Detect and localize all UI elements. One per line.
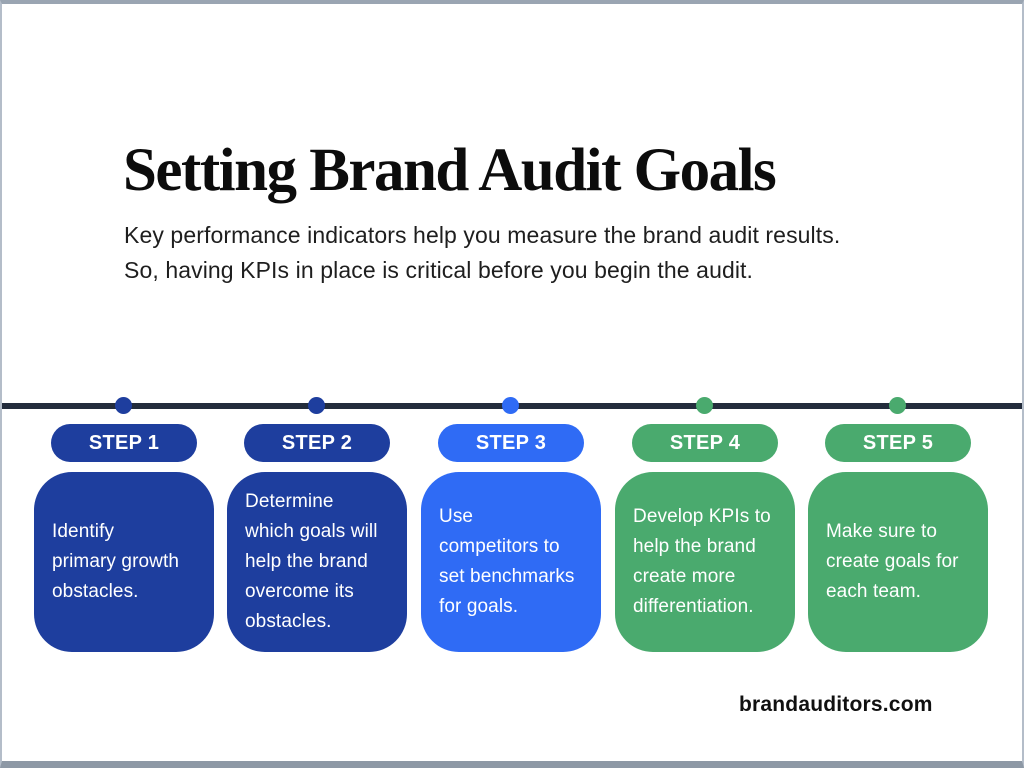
step-1-card: Identify primary growth obstacles. (34, 472, 214, 652)
step-4-card-text: Develop KPIs to help the brand create mo… (633, 506, 771, 617)
timeline-dot-4 (696, 397, 713, 414)
step-4-badge-label: STEP 4 (669, 431, 741, 454)
page-title: Setting Brand Audit Goals (123, 137, 777, 204)
step-5-card-text: Make sure to create goals for each team. (826, 521, 959, 602)
step-3-card: Use competitors to set benchmarks for go… (421, 472, 601, 652)
timeline-dot-1 (115, 397, 132, 414)
step-column-1: STEP 1 Identify primary growth obstacles… (34, 4, 214, 761)
step-3-card-text: Use competitors to set benchmarks for go… (439, 506, 575, 617)
step-5-badge: STEP 5 (825, 424, 971, 462)
step-column-4: STEP 4 Develop KPIs to help the brand cr… (615, 4, 795, 761)
step-5-badge-label: STEP 5 (862, 431, 934, 454)
step-2-badge: STEP 2 (244, 424, 390, 462)
step-1-badge: STEP 1 (51, 424, 197, 462)
step-column-5: STEP 5 Make sure to create goals for eac… (808, 4, 988, 761)
website-text: brandauditors.com (739, 693, 933, 716)
timeline-dot-3 (502, 397, 519, 414)
step-column-3: STEP 3 Use competitors to set benchmarks… (421, 4, 601, 761)
step-3-badge-label: STEP 3 (475, 431, 547, 454)
step-column-2: STEP 2 Determine which goals will help t… (227, 4, 407, 761)
step-2-card: Determine which goals will help the bran… (227, 472, 407, 652)
step-1-badge-label: STEP 1 (88, 431, 160, 454)
timeline-dot-5 (889, 397, 906, 414)
step-2-card-text: Determine which goals will help the bran… (245, 491, 378, 632)
page-subtitle: Key performance indicators help you meas… (124, 222, 841, 283)
step-5-card: Make sure to create goals for each team. (808, 472, 988, 652)
step-4-badge: STEP 4 (632, 424, 778, 462)
step-3-badge: STEP 3 (438, 424, 584, 462)
step-2-badge-label: STEP 2 (281, 431, 353, 454)
step-1-card-text: Identify primary growth obstacles. (52, 521, 180, 602)
step-4-card: Develop KPIs to help the brand create mo… (615, 472, 795, 652)
timeline-dot-2 (308, 397, 325, 414)
